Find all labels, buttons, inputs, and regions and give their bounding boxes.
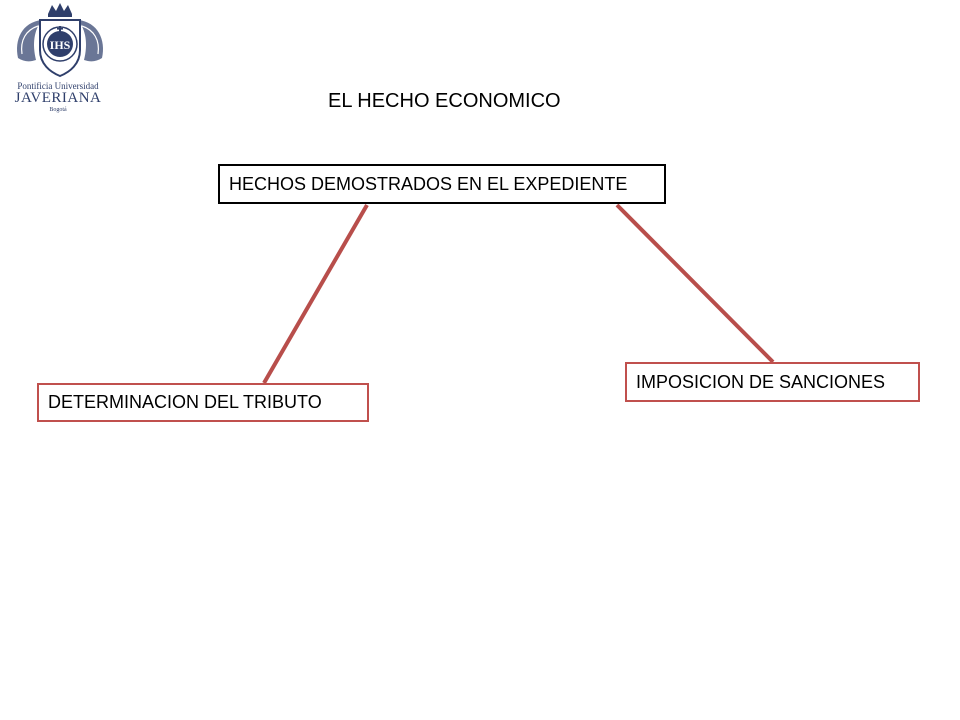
root-node: HECHOS DEMOSTRADOS EN EL EXPEDIENTE (218, 164, 666, 204)
slide-title: EL HECHO ECONOMICO (328, 90, 561, 112)
logo-monogram: IHS (50, 38, 71, 52)
child-node-label: IMPOSICION DE SANCIONES (636, 371, 886, 392)
root-node-label: HECHOS DEMOSTRADOS EN EL EXPEDIENTE (229, 173, 628, 194)
logo-city: Bogotá (49, 107, 67, 113)
connector-left (262, 203, 369, 385)
child-node-label: DETERMINACION DEL TRIBUTO (48, 392, 322, 412)
logo-name: JAVERIANA (14, 90, 102, 106)
child-node-determinacion: DETERMINACION DEL TRIBUTO (37, 383, 369, 422)
university-logo: IHS (17, 3, 103, 78)
logo-university-label: Pontificia Universidad (17, 81, 99, 91)
child-node-imposicion: IMPOSICION DE SANCIONES (625, 362, 920, 402)
connector-right (615, 203, 775, 364)
